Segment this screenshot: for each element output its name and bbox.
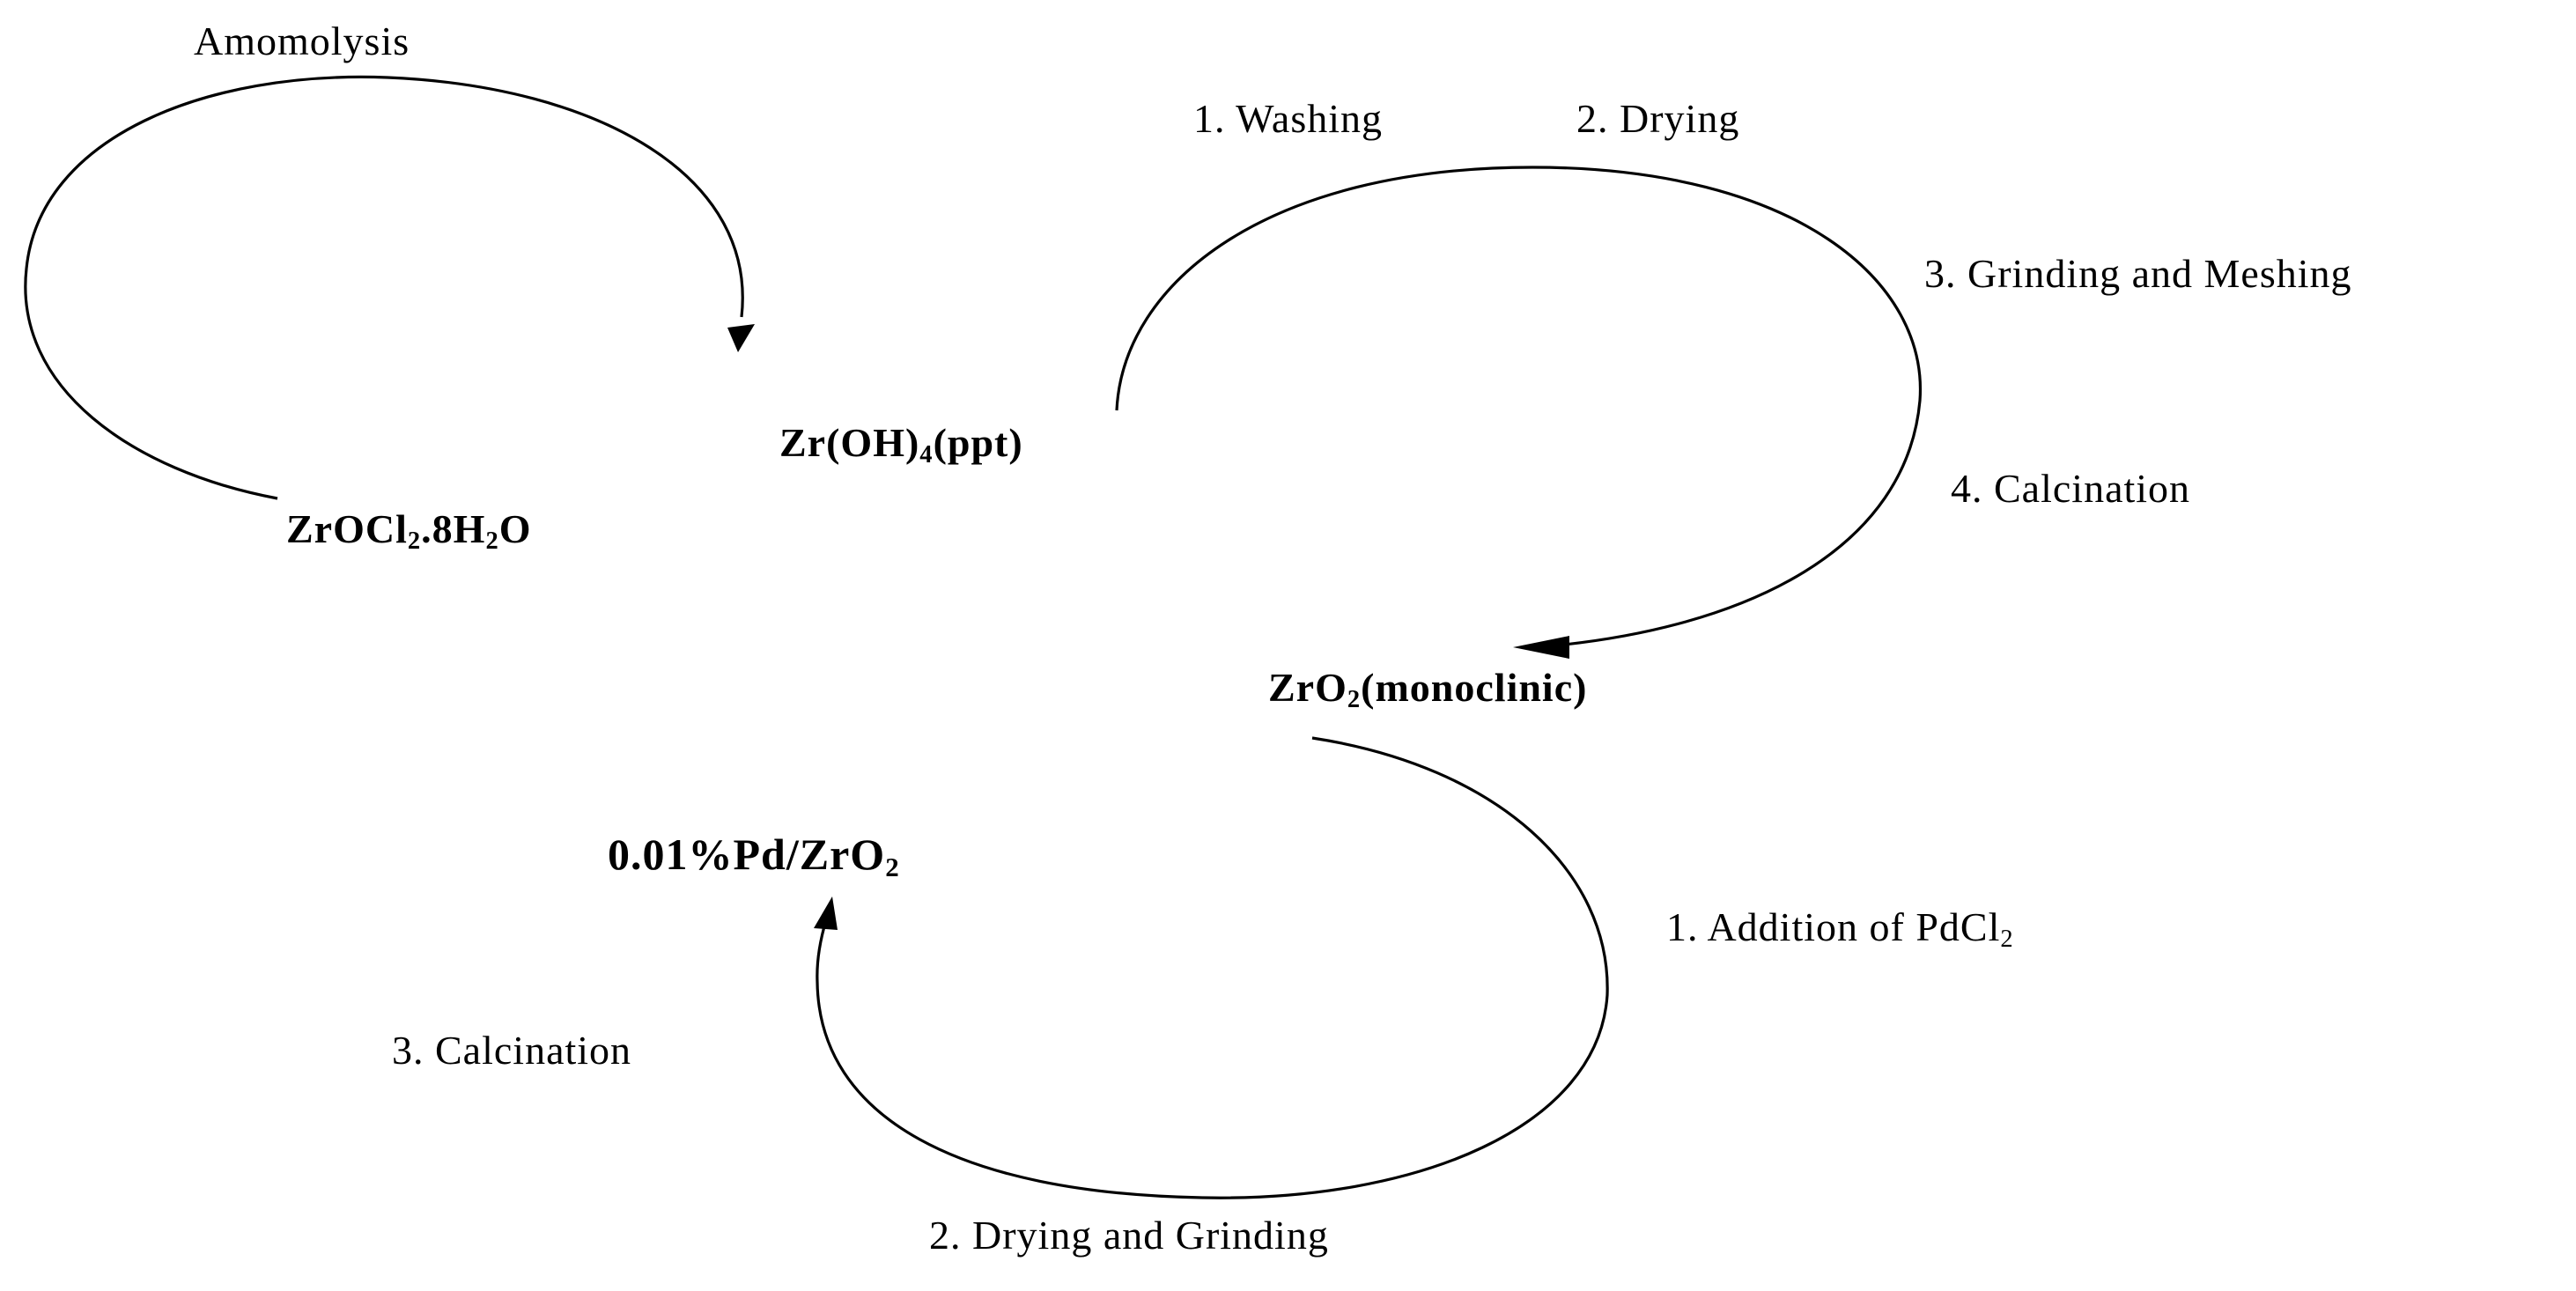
amomolysis-arrowhead — [727, 324, 755, 352]
calcination-arc — [1115, 166, 1923, 649]
impregnation-arrowhead — [814, 896, 838, 930]
grinding-meshing-step-label: 3. Grinding and Meshing — [1924, 251, 2352, 296]
calcination-arrowhead — [1513, 636, 1569, 659]
calcination-step-label: 4. Calcination — [1951, 466, 2191, 511]
zr-oh4-ppt-label: Zr(OH)4(ppt) — [779, 420, 1023, 469]
zro2-monoclinic-label: ZrO2(monoclinic) — [1268, 665, 1588, 714]
calcination-final-step-label: 3. Calcination — [392, 1028, 632, 1073]
zrocl2-8h2o-label: ZrOCl2.8H2O — [286, 506, 532, 556]
impregnation-arc — [816, 736, 1609, 1199]
drying-grinding-step-label: 2. Drying and Grinding — [929, 1213, 1329, 1258]
pd-zro2-catalyst-label: 0.01%Pd/ZrO2 — [608, 830, 900, 882]
amomolysis-arc — [24, 75, 744, 500]
drying-step-label: 2. Drying — [1576, 96, 1740, 141]
amomolysis-label: Amomolysis — [194, 18, 410, 63]
addition-pdcl2-step-label: 1. Addition of PdCl2 — [1666, 904, 2014, 954]
washing-step-label: 1. Washing — [1193, 96, 1384, 141]
